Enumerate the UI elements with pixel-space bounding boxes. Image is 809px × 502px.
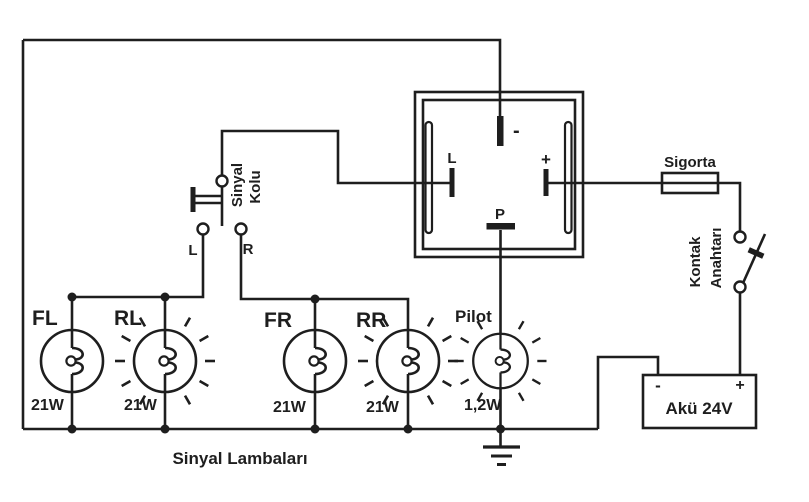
lamp-pilot: Pilot 1,2W: [453, 307, 548, 414]
bulb-icon: [282, 328, 348, 394]
relay-plus-label: +: [541, 150, 551, 169]
bulb-icon: [472, 332, 529, 390]
lamp-rl: RL 21W: [113, 307, 217, 414]
right-contact-label: R: [243, 241, 254, 258]
junction-dot: [496, 424, 505, 434]
flasher-relay: - L + P: [413, 90, 585, 259]
lamp-name: FL: [32, 307, 58, 330]
ignition-label-1: Kontak: [687, 236, 704, 287]
ignition-top-contact: [733, 230, 747, 244]
junction-dot: [310, 424, 320, 434]
bulb-icon: [375, 328, 441, 394]
ground-icon: [483, 445, 520, 466]
ignition-label-2: Anahtarı: [708, 228, 725, 289]
relay-L-label: L: [447, 150, 456, 167]
signal-lever-label-2: Kolu: [247, 170, 264, 203]
lamp-watt: 21W: [273, 399, 307, 416]
lamp-name: RL: [114, 307, 142, 330]
battery-minus-label: -: [655, 376, 661, 395]
junction-dot: [67, 292, 77, 302]
lamp-watt: 1,2W: [464, 397, 502, 414]
lamp-name: RR: [356, 309, 386, 332]
bulb-icon: [132, 328, 198, 394]
lamp-watt: 21W: [366, 399, 400, 416]
lamp-fl: FL 21W: [31, 307, 105, 414]
left-contact: [196, 222, 210, 236]
fuse-label: Sigorta: [664, 154, 716, 171]
wiring: [21, 38, 742, 447]
junction-dots: [67, 292, 505, 434]
lamp-watt: 21W: [124, 397, 158, 414]
diagram-caption: Sinyal Lambaları: [172, 449, 307, 468]
wire-right-lamp-rail: [239, 234, 410, 330]
relay-left-slot: [424, 120, 434, 235]
battery: - + Akü 24V: [641, 373, 758, 430]
relay-terminal-minus: [497, 116, 504, 146]
relay-terminal-L: [449, 168, 455, 197]
wire-battery-minus: [596, 355, 660, 429]
ignition-blade: [742, 233, 767, 283]
junction-dot: [160, 292, 170, 302]
battery-case: [641, 373, 758, 430]
wire-plus-to-fuse-to-ignition: [546, 181, 742, 232]
fuse-icon: [660, 171, 720, 195]
bulb-icon: [39, 328, 105, 394]
wire-left-lamp-rail: [72, 234, 205, 299]
relay-inner-case: [421, 98, 577, 251]
relay-terminal-plus: [543, 169, 549, 196]
relay-terminal-P: [486, 223, 515, 230]
relay-outer-case: [413, 90, 585, 259]
wire-lever-to-relay-L: [220, 129, 452, 185]
right-contact: [234, 222, 248, 236]
lamp-fr: FR 21W: [264, 309, 348, 416]
lamp-name: FR: [264, 309, 292, 332]
ignition-bottom-contact: [733, 280, 747, 294]
lever-pivot-contact: [215, 174, 229, 188]
relay-P-label: P: [495, 206, 505, 223]
relay-minus-label: -: [513, 120, 520, 142]
junction-dot: [160, 424, 170, 434]
left-contact-label: L: [188, 242, 197, 259]
ignition-handle-bar: [747, 247, 765, 259]
lamp-rr: RR 21W: [356, 309, 460, 416]
battery-label: Akü 24V: [665, 399, 733, 418]
battery-plus-label: +: [735, 377, 744, 394]
lamp-watt: 21W: [31, 397, 65, 414]
wire-minus-top: [23, 38, 502, 117]
ignition-switch: Kontak Anahtarı: [687, 228, 767, 294]
junction-dot: [67, 424, 77, 434]
relay-right-slot: [563, 120, 573, 235]
fuse: Sigorta: [660, 154, 720, 195]
junction-dot: [403, 424, 413, 434]
signal-lever-label-1: Sinyal: [229, 163, 246, 207]
junction-dot: [310, 294, 320, 304]
signal-lever-switch: L R Sinyal Kolu: [188, 163, 264, 259]
lamp-name: Pilot: [455, 307, 492, 326]
